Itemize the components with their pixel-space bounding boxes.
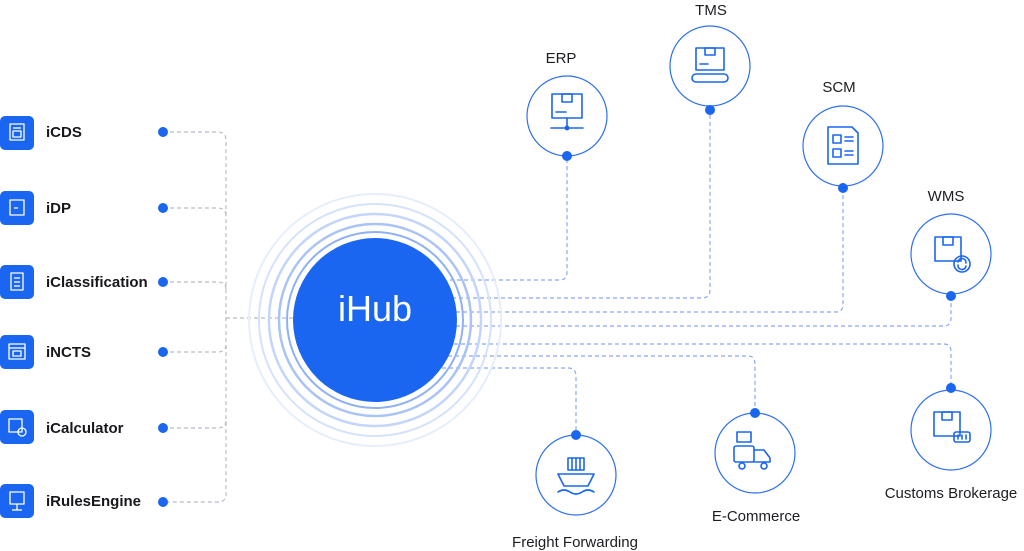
box-network-icon [550,93,584,131]
document-box-icon[interactable] [0,116,34,150]
system-label-freight-forwarding: Freight Forwarding [512,534,638,551]
box-refresh-icon [934,236,971,273]
system-node-freight-forwarding[interactable] [535,430,617,516]
delivery-cart-icon [733,431,771,470]
box-stand-icon[interactable] [0,484,34,518]
system-node-erp[interactable] [526,75,608,161]
box-scanner-icon [933,411,971,443]
hub-core [293,238,457,402]
system-label-erp: ERP [545,50,577,67]
system-node-tms[interactable] [669,25,751,115]
checklist-icon [827,126,859,165]
calendar-box-icon[interactable] [0,335,34,369]
system-label-tms: TMS [695,2,727,19]
module-dots [158,127,168,507]
module-label-iclassification[interactable]: iClassification [46,274,148,291]
cargo-ship-icon [557,457,595,495]
module-label-irulesengine[interactable]: iRulesEngine [46,493,142,510]
module-label-idp[interactable]: iDP [46,200,72,217]
system-label-scm: SCM [822,79,856,96]
module-tiles [0,116,34,518]
system-label-e-commerce: E-Commerce [711,508,801,525]
system-label-wms: WMS [927,188,965,205]
hub-label: iHub [337,288,413,329]
system-node-wms[interactable] [910,213,992,301]
module-connectors [163,131,300,503]
system-node-customs-brokerage[interactable] [910,383,992,471]
system-node-scm[interactable] [802,105,884,193]
system-label-customs-brokerage: Customs Brokerage [884,485,1018,502]
box-icon[interactable] [0,191,34,225]
module-label-icalculator[interactable]: iCalculator [46,420,124,437]
system-connectors [442,110,952,435]
module-label-icds[interactable]: iCDS [46,124,82,141]
system-node-e-commerce[interactable] [714,408,796,494]
conveyor-box-icon [691,47,729,83]
box-gear-icon[interactable] [0,410,34,444]
list-document-icon[interactable] [0,265,34,299]
hub[interactable] [248,193,502,447]
module-label-incts[interactable]: iNCTS [46,344,91,361]
